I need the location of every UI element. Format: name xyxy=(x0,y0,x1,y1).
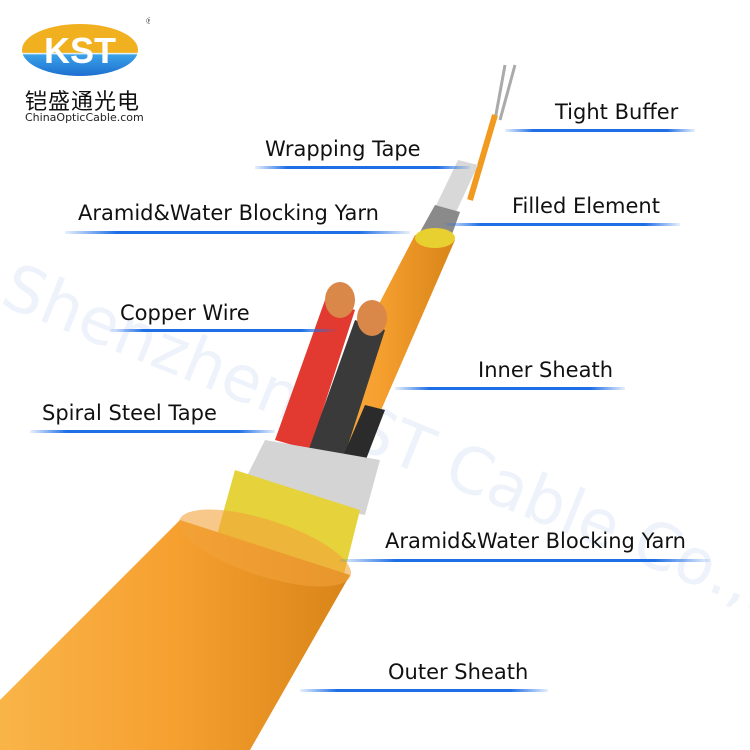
label-filled-element: Filled Element xyxy=(512,194,660,218)
tight-buffer xyxy=(467,114,498,201)
leader-line xyxy=(300,689,548,692)
label-spiral-steel-tape: Spiral Steel Tape xyxy=(42,401,217,425)
leader-line xyxy=(340,559,710,562)
label-tight-buffer: Tight Buffer xyxy=(555,100,679,124)
copper-wire-black xyxy=(305,320,385,470)
fiber xyxy=(493,64,507,121)
label-aramid-bottom: Aramid&Water Blocking Yarn xyxy=(385,529,686,553)
leader-line xyxy=(445,223,680,226)
label-wrapping-tape: Wrapping Tape xyxy=(265,137,421,161)
leader-line xyxy=(395,387,625,390)
leader-line xyxy=(30,430,275,433)
leader-line xyxy=(65,231,410,234)
label-inner-sheath: Inner Sheath xyxy=(478,358,614,382)
label-aramid-top: Aramid&Water Blocking Yarn xyxy=(78,201,379,225)
kst-logo: KST ® xyxy=(22,17,150,76)
logo-url: ChinaOpticCable.com xyxy=(25,111,144,124)
svg-text:®: ® xyxy=(145,17,150,27)
label-outer-sheath: Outer Sheath xyxy=(388,660,529,684)
label-copper-wire: Copper Wire xyxy=(120,301,250,325)
leader-line xyxy=(255,166,470,169)
copper-wire-red xyxy=(275,300,355,450)
leader-line xyxy=(110,329,335,332)
leader-line xyxy=(505,129,695,132)
outer-sheath xyxy=(0,520,350,750)
svg-text:KST: KST xyxy=(44,30,116,71)
logo-chinese: 铠盛通光电 xyxy=(25,90,141,115)
